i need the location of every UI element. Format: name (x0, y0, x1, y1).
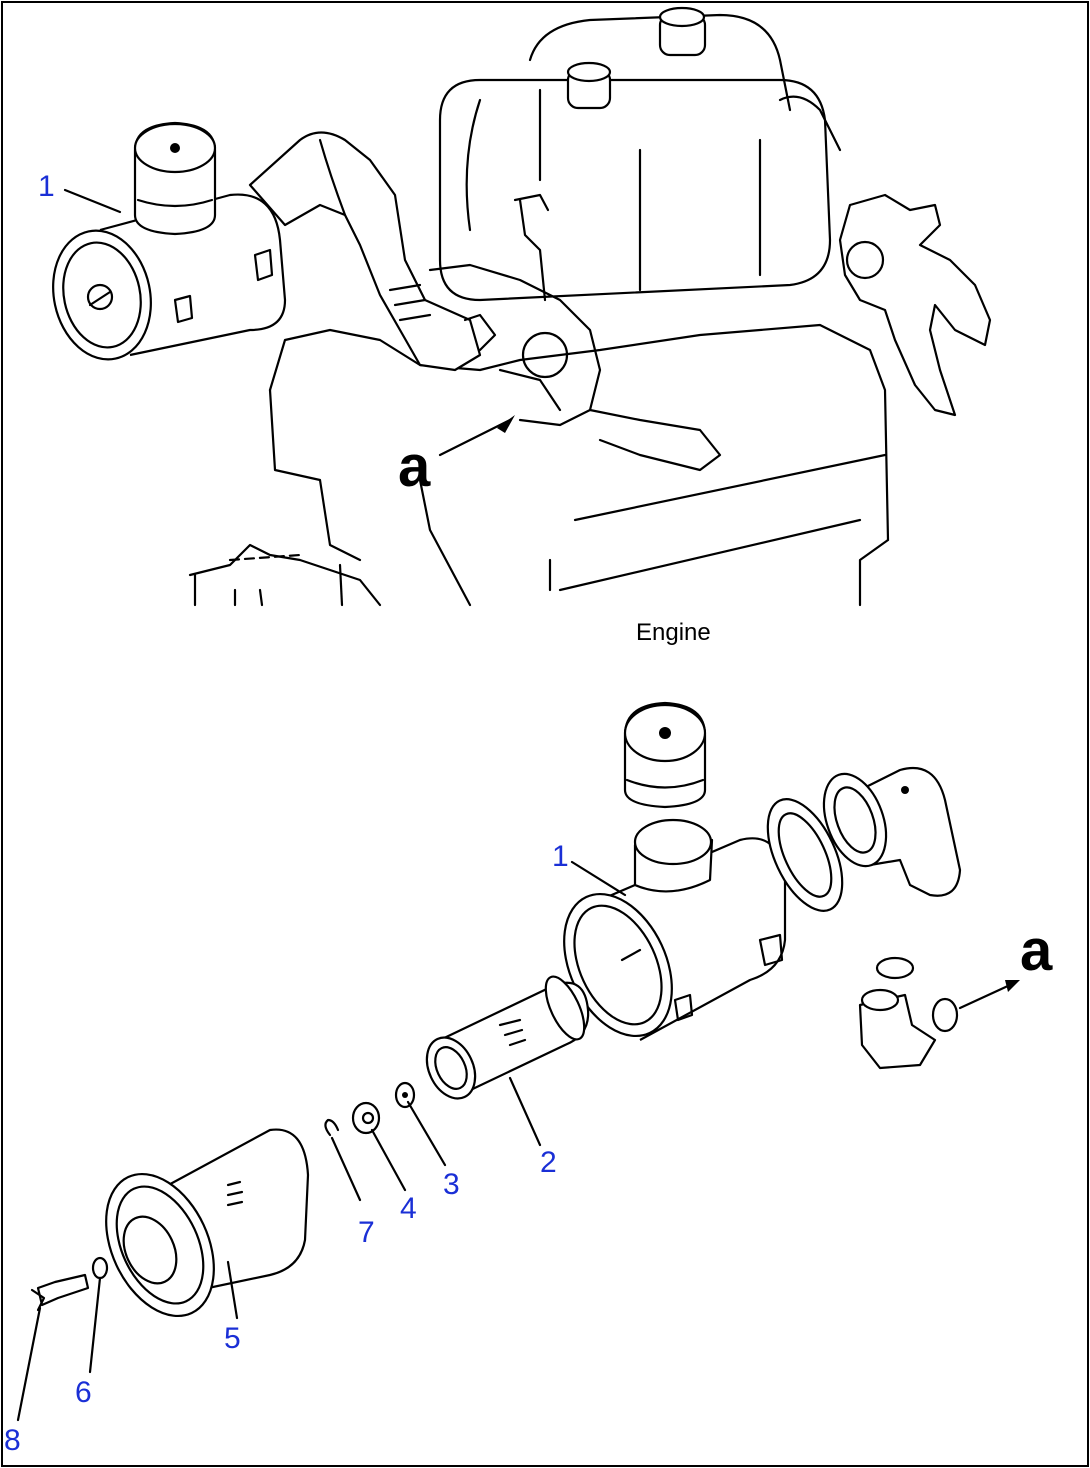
air-cleaner-top (52, 121, 287, 361)
intake-hose (248, 131, 497, 372)
engine-assembly-view: a 1 Engine (38, 6, 992, 646)
callout-label-6: 6 (75, 1376, 92, 1409)
fan (838, 193, 992, 417)
callout-label-4: 4 (400, 1192, 417, 1225)
clip-part-7 (324, 1118, 340, 1137)
air-cleaner-body-part-1 (563, 818, 787, 1041)
callout-label-bottom-1: 1 (552, 840, 569, 873)
callout-label-top-1: 1 (38, 170, 55, 203)
washer-part-4 (351, 1101, 381, 1135)
safety-element-part-2 (425, 975, 590, 1100)
reference-letter-bottom: a (1020, 918, 1053, 983)
flange-gasket (766, 798, 844, 912)
callout-leaders (16, 860, 627, 1422)
outlet-elbow (822, 766, 962, 897)
engine-caption: Engine (636, 619, 711, 646)
callout-top-1: 1 (38, 170, 122, 214)
reference-letter-top: a (398, 434, 431, 499)
exploded-air-cleaner-view: a (4, 701, 1053, 1457)
washer-part-6 (91, 1256, 109, 1280)
filter-element-part-5 (105, 1128, 310, 1318)
dust-cap (623, 701, 707, 809)
wing-bolt-part-8 (30, 1273, 90, 1312)
callout-label-3: 3 (443, 1168, 460, 1201)
callout-label-7: 7 (358, 1216, 375, 1249)
reference-arrow-top: a (398, 415, 515, 499)
intake-connection (428, 193, 722, 472)
nut-part-3 (394, 1081, 416, 1109)
valve-cover (438, 6, 842, 302)
small-elbow-clamp: a (858, 918, 1053, 1070)
callout-label-5: 5 (224, 1322, 241, 1355)
callout-label-8: 8 (4, 1424, 21, 1457)
engine-block (188, 323, 890, 607)
callout-label-2: 2 (540, 1146, 557, 1179)
